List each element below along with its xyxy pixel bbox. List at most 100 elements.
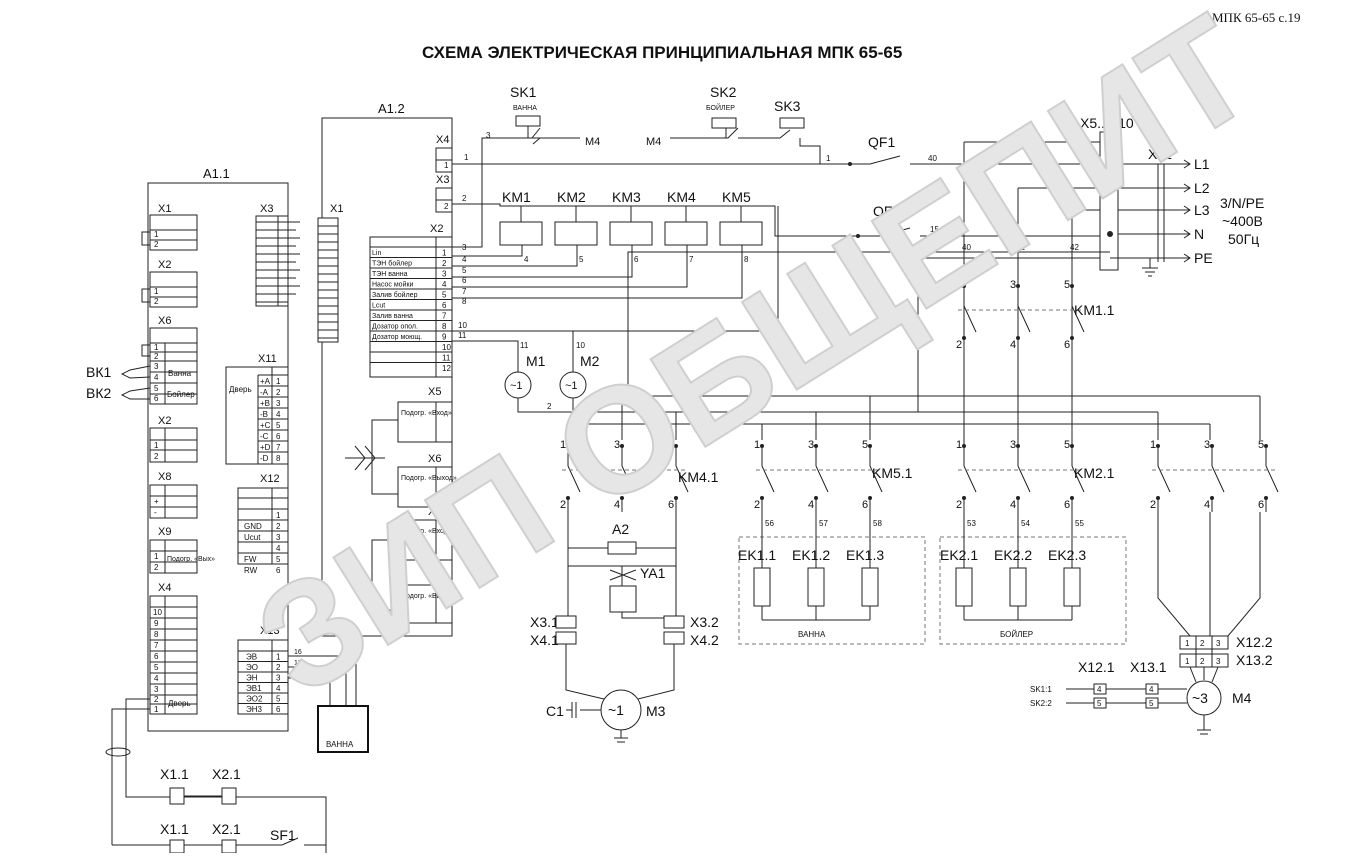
- controller-a11: A1.1 X1 12 X2 12 X6 12 34 56 Ванна Бойле…: [86, 166, 369, 853]
- x42-label: X4.2: [690, 632, 719, 648]
- x11-row-label: -B: [260, 410, 268, 419]
- heater-element: [753, 567, 771, 607]
- sensor-sk3: SK3 1: [774, 98, 831, 163]
- x8-relay-label: Подогр. «Вход»: [401, 528, 452, 535]
- line-n: N: [1194, 226, 1204, 242]
- m4-ctrl-sk2: SK2:2: [1030, 699, 1052, 708]
- a12-x1-label: X1: [330, 203, 343, 215]
- x12-row-num: 1: [276, 511, 281, 520]
- coil-km1: [499, 221, 543, 246]
- x12-row-label: Ucut: [244, 533, 261, 542]
- coil-km2-label: KM2: [557, 189, 586, 205]
- heater-element: [807, 567, 825, 607]
- contact-group-label: KM2.1: [1074, 465, 1115, 481]
- x11-row-num: 1: [276, 377, 281, 386]
- sk2-label: SK2: [710, 84, 737, 100]
- pole-top-num: 1: [956, 279, 962, 291]
- svg-text:41: 41: [1016, 243, 1025, 252]
- x13-row-num: 5: [276, 695, 281, 704]
- x9-label: Подогр. «Вых»: [167, 556, 215, 563]
- a12-x2-label: X2: [430, 223, 443, 235]
- coil-km5: [719, 221, 763, 246]
- x11-row-num: 8: [276, 454, 281, 463]
- triac-symbol: [345, 445, 385, 471]
- x12-row-num: 4: [276, 544, 281, 553]
- heater-group-label: БОЙЛЕР: [1000, 630, 1033, 639]
- pole-bottom-num: 6: [668, 499, 674, 511]
- x13-row-label: ЭО: [246, 663, 258, 672]
- svg-text:42: 42: [1070, 243, 1079, 252]
- coil-km3-label: KM3: [612, 189, 641, 205]
- svg-text:1: 1: [1185, 657, 1190, 666]
- coil-km4: [664, 221, 708, 246]
- x2-row-label: Lcut: [372, 303, 385, 310]
- x2-row-num: 5: [442, 291, 447, 300]
- x13-row-num: 3: [276, 674, 281, 683]
- x12-row-num: 6: [276, 566, 281, 575]
- svg-text:2: 2: [444, 202, 449, 211]
- svg-text:6: 6: [462, 276, 467, 285]
- coil-wire-num: 6: [634, 255, 639, 264]
- svg-text:10: 10: [458, 321, 467, 330]
- x11-bottom-label: X1.1: [160, 821, 189, 837]
- x11-row-label: -A: [260, 388, 269, 397]
- a11-x8-label: X8: [158, 471, 171, 483]
- heater-wire-num: 55: [1075, 519, 1084, 528]
- coil-km1-label: KM1: [502, 189, 531, 205]
- x7-relay-label: Подогр. «Выход»: [401, 593, 457, 600]
- pole-top-num: 5: [1064, 439, 1070, 451]
- m4-symbol: ~3: [1192, 690, 1208, 706]
- x5-x10-label: X5...X10: [1080, 115, 1134, 131]
- svg-text:5: 5: [154, 663, 159, 672]
- a12-x5-block: [397, 401, 453, 443]
- x21-top-label: X2.1: [212, 766, 241, 782]
- a12-label: A1.2: [378, 101, 405, 116]
- pole-top-num: 3: [808, 439, 814, 451]
- pole-bottom-num: 2: [560, 499, 566, 511]
- a11-x9-label: X9: [158, 526, 171, 538]
- svg-text:1: 1: [154, 552, 159, 561]
- supply-voltage: ~400В: [1222, 213, 1263, 229]
- a11-x3-block: [255, 215, 289, 307]
- sk3-label: SK3: [774, 98, 801, 114]
- c1-label: C1: [546, 703, 564, 719]
- x12-row-num: 2: [276, 522, 281, 531]
- a2-label: A2: [612, 521, 629, 537]
- motor-m2: M2 ~1: [559, 353, 600, 399]
- svg-text:3: 3: [1216, 657, 1221, 666]
- svg-text:11: 11: [458, 331, 467, 340]
- svg-text:2: 2: [154, 695, 159, 704]
- svg-text:4: 4: [154, 373, 159, 382]
- x11-row-num: 2: [276, 388, 281, 397]
- svg-text:2: 2: [1200, 639, 1205, 648]
- x2-row-num: 3: [442, 270, 447, 279]
- a12-x6-label: X6: [428, 453, 441, 465]
- power-input: QF1 QF2 40 15 X5...X10 X11 L1 L2 L3 N PE…: [627, 115, 1264, 460]
- a12-x1-block: [317, 217, 339, 343]
- door-interlock: X1.1 X2.1 X1.1 X2.1 SF1: [112, 766, 326, 854]
- x13-row-num: 1: [276, 653, 281, 662]
- pole-bottom-num: 6: [862, 499, 868, 511]
- svg-text:2: 2: [462, 194, 467, 203]
- heater-element: [955, 567, 973, 607]
- heater-element: [1063, 567, 1081, 607]
- heater-wire-num: 58: [873, 519, 882, 528]
- contact-groups: 123456KM4.1123456KM5.1123456KM2.11234561…: [560, 279, 1279, 512]
- svg-text:5: 5: [154, 384, 159, 393]
- qf2-label: QF2: [873, 203, 900, 219]
- contact-group-label: KM5.1: [872, 465, 913, 481]
- a12-x3-label: X3: [436, 174, 449, 186]
- svg-text:4: 4: [462, 255, 467, 264]
- x11-row-label: +A: [260, 377, 271, 386]
- contact-group-label: KM1.1: [1074, 302, 1115, 318]
- x21-bottom-label: X2.1: [212, 821, 241, 837]
- x13-row-label: ЭВ1: [246, 684, 262, 693]
- x2-row-num: 4: [442, 280, 447, 289]
- sk1-m4-ref: M4: [585, 136, 600, 148]
- svg-text:3: 3: [154, 362, 159, 371]
- heater-element: [1009, 567, 1027, 607]
- x41-label: X4.1: [530, 632, 559, 648]
- x13-row-label: ЭО2: [246, 695, 263, 704]
